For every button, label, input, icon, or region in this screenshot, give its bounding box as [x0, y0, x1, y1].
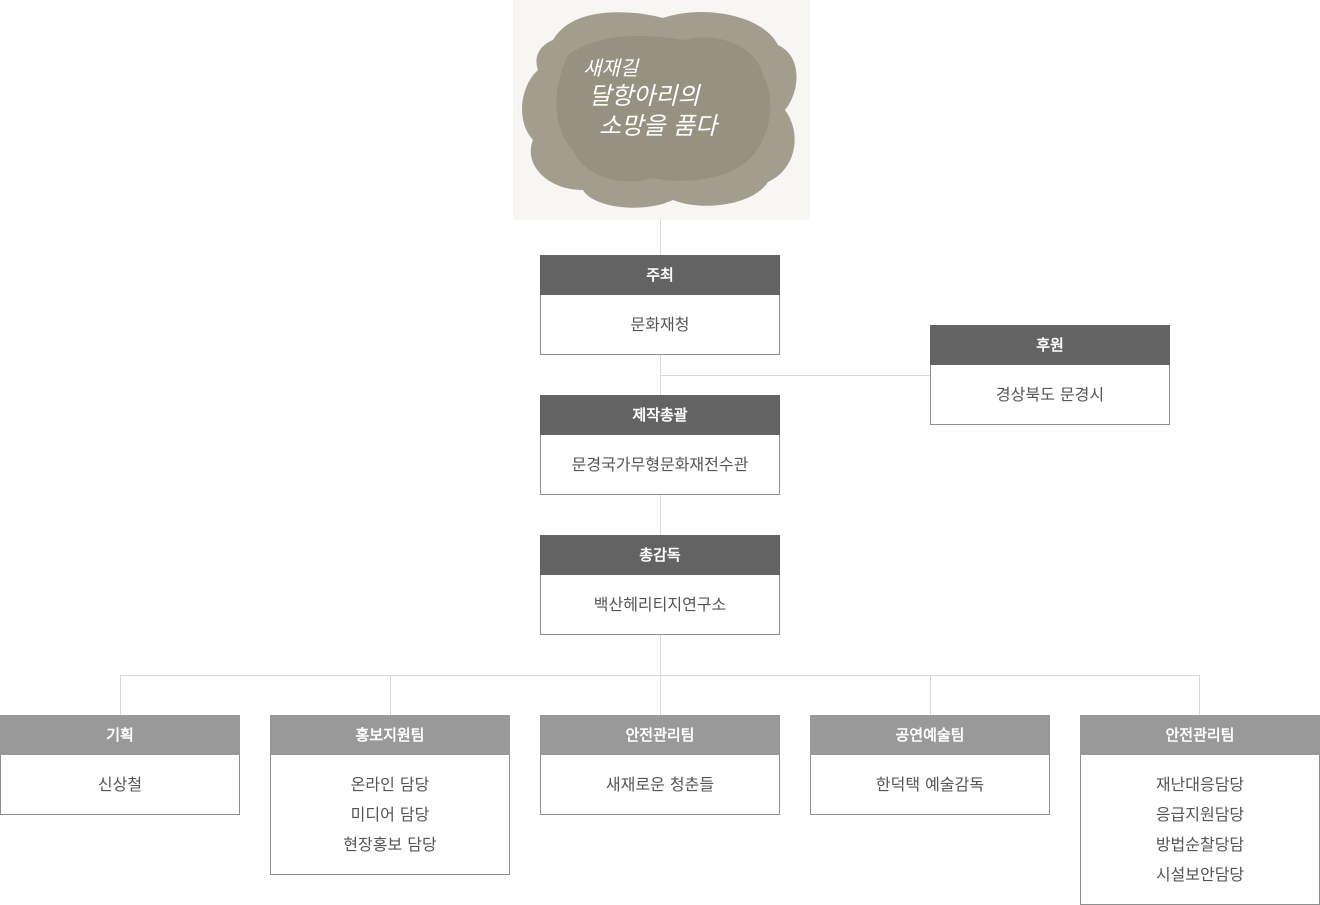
director-title: 총감독 — [540, 535, 780, 575]
connector-team-2 — [390, 675, 391, 715]
connector-host-production — [660, 354, 661, 395]
production-title: 제작총괄 — [540, 395, 780, 435]
team-box-performing-arts: 공연예술팀 한덕택 예술감독 — [810, 715, 1050, 815]
connector-director-teams — [660, 634, 661, 715]
team-member: 방법순찰당담 — [1155, 835, 1245, 854]
team-members: 온라인 담당 미디어 담당 현장홍보 담당 — [270, 755, 510, 875]
team-member: 응급지원담당 — [1155, 805, 1245, 824]
production-box: 제작총괄 문경국가무형문화재전수관 — [540, 395, 780, 495]
host-box: 주최 문화재청 — [540, 255, 780, 355]
team-members: 신상철 — [0, 755, 240, 815]
logo-line-2: 달항아리의 — [589, 82, 701, 110]
connector-team-4 — [930, 675, 931, 715]
sponsor-body: 경상북도 문경시 — [930, 365, 1170, 425]
team-member: 신상철 — [97, 775, 143, 794]
team-member: 한덕택 예술감독 — [875, 775, 985, 794]
team-title: 홍보지원팀 — [270, 715, 510, 755]
team-title: 기획 — [0, 715, 240, 755]
team-members: 새재로운 청춘들 — [540, 755, 780, 815]
team-member: 시설보안담당 — [1155, 865, 1245, 884]
team-title: 안전관리팀 — [1080, 715, 1320, 755]
team-member: 새재로운 청춘들 — [605, 775, 715, 794]
team-box-pr-support: 홍보지원팀 온라인 담당 미디어 담당 현장홍보 담당 — [270, 715, 510, 875]
team-title: 공연예술팀 — [810, 715, 1050, 755]
team-member: 미디어 담당 — [350, 805, 430, 824]
connector-teams-horizontal — [120, 675, 1200, 676]
connector-team-5 — [1199, 675, 1200, 715]
sponsor-title: 후원 — [930, 325, 1170, 365]
director-body: 백산헤리티지연구소 — [540, 575, 780, 635]
team-member: 온라인 담당 — [350, 775, 430, 794]
connector-production-director — [660, 494, 661, 535]
logo-line-3: 소망을 품다 — [599, 112, 720, 140]
festival-logo: 새재길 달항아리의 소망을 품다 — [513, 0, 810, 220]
connector-team-1 — [120, 675, 121, 715]
team-member: 현장홍보 담당 — [343, 835, 437, 854]
team-members: 재난대응담당 응급지원담당 방법순찰당담 시설보안담당 — [1080, 755, 1320, 905]
connector-logo-host — [660, 212, 661, 255]
logo-line-1: 새재길 — [583, 56, 640, 80]
team-member: 재난대응담당 — [1155, 775, 1245, 794]
team-title: 안전관리팀 — [540, 715, 780, 755]
team-members: 한덕택 예술감독 — [810, 755, 1050, 815]
connector-sponsor — [660, 375, 930, 376]
team-box-safety-1: 안전관리팀 새재로운 청춘들 — [540, 715, 780, 815]
sponsor-box: 후원 경상북도 문경시 — [930, 325, 1170, 425]
production-body: 문경국가무형문화재전수관 — [540, 435, 780, 495]
team-box-planning: 기획 신상철 — [0, 715, 240, 815]
host-body: 문화재청 — [540, 295, 780, 355]
ink-blot-logo: 새재길 달항아리의 소망을 품다 — [522, 11, 797, 208]
team-box-safety-2: 안전관리팀 재난대응담당 응급지원담당 방법순찰당담 시설보안담당 — [1080, 715, 1320, 905]
host-title: 주최 — [540, 255, 780, 295]
director-box: 총감독 백산헤리티지연구소 — [540, 535, 780, 635]
